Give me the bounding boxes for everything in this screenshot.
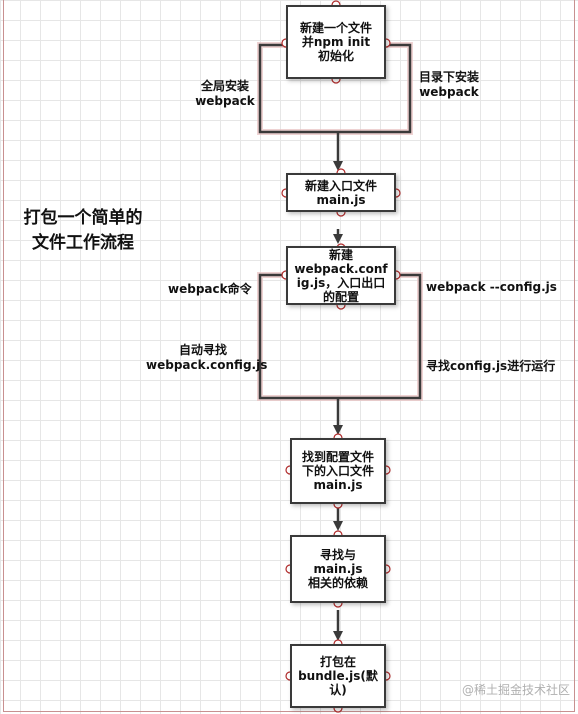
node-config-label: 新建 webpack.conf ig.js，入口出口 的配置 bbox=[294, 247, 388, 304]
node-find-entry: 找到配置文件 下的入口文件 main.js bbox=[290, 438, 386, 504]
diagram-title: 打包一个简单的 文件工作流程 bbox=[23, 208, 143, 253]
branch-local-install bbox=[338, 43, 412, 134]
page-border bbox=[3, 0, 575, 712]
node-init: 新建一个文件 并npm init 初始化 bbox=[286, 5, 386, 79]
label-global-install: 全局安装 webpack bbox=[195, 79, 255, 108]
branch-webpack-cmd bbox=[258, 273, 338, 400]
label-local-install: 目录下安装 webpack bbox=[418, 70, 479, 99]
node-entry-label: 新建入口文件 main.js bbox=[304, 178, 377, 207]
node-init-label: 新建一个文件 并npm init 初始化 bbox=[299, 21, 372, 63]
branch-webpack-config bbox=[338, 273, 422, 400]
label-find-config: 寻找config.js进行运行 bbox=[426, 359, 556, 373]
node-find-entry-label: 找到配置文件 下的入口文件 main.js bbox=[301, 450, 374, 492]
node-find-deps-label: 寻找与 main.js 相关的依赖 bbox=[307, 548, 368, 590]
label-auto-find: 自动寻找 webpack.config.js bbox=[146, 343, 268, 372]
label-webpack-cmd: webpack命令 bbox=[168, 282, 252, 296]
label-webpack-config-cmd: webpack --config.js bbox=[426, 280, 557, 294]
branch-global-install bbox=[258, 43, 338, 134]
node-config: 新建 webpack.conf ig.js，入口出口 的配置 bbox=[286, 246, 396, 305]
node-bundle: 打包在 bundle.js(默 认) bbox=[290, 644, 386, 708]
node-find-deps: 寻找与 main.js 相关的依赖 bbox=[290, 535, 386, 603]
node-entry: 新建入口文件 main.js bbox=[286, 173, 396, 212]
node-bundle-label: 打包在 bundle.js(默 认) bbox=[298, 655, 378, 697]
watermark: @稀土掘金技术社区 bbox=[461, 683, 570, 697]
